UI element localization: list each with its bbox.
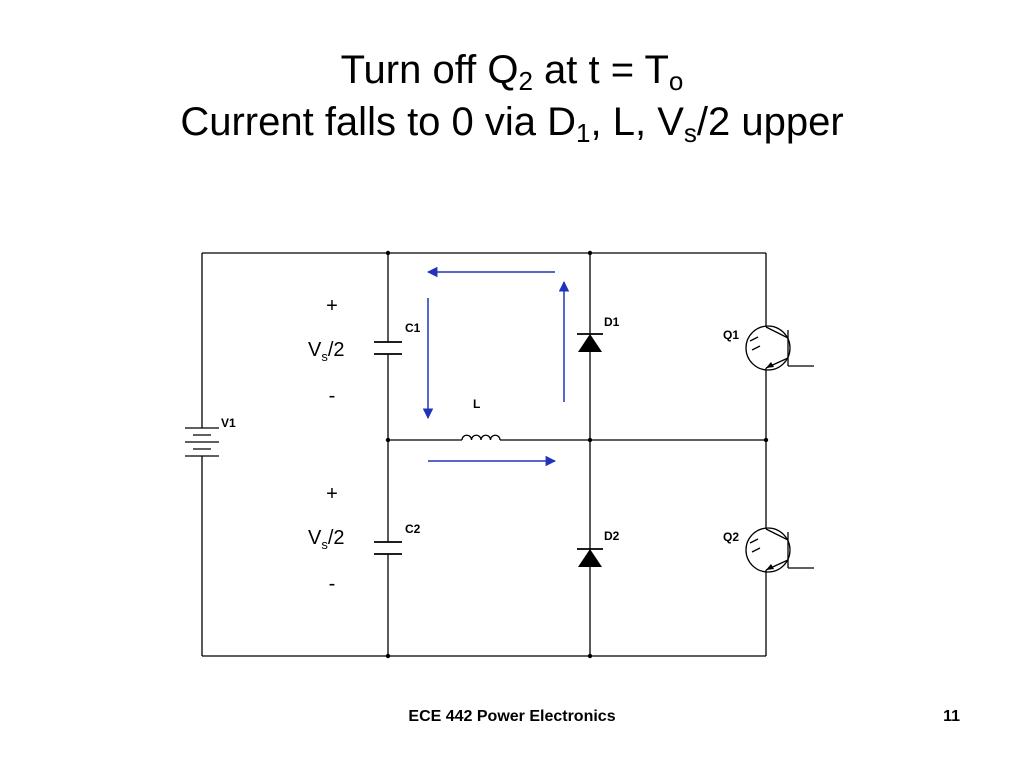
title-line-2-subscript-a: 1 [576,118,591,148]
transistor-q1-symbol [745,310,814,410]
diode-d1-symbol [577,333,603,352]
current-flow-arrows [422,266,570,467]
junction-dots [385,250,769,659]
lower-cap-voltage-label: Vs/2 [308,527,345,552]
upper-cap-plus-sign: + [326,295,338,317]
circuit-wires [201,252,767,657]
capacitor-c2-symbol [374,541,402,555]
capacitor-c1-symbol [374,341,402,355]
lower-cap-voltage-subscript: s [321,537,328,552]
q2-label: Q2 [723,530,739,544]
title-line-2-text-b: , L, V [590,100,684,144]
title-line-1-text-b: at t = T [532,48,669,92]
footer-course-title: ECE 442 Power Electronics [408,708,616,725]
d2-label: D2 [604,529,620,543]
lower-cap-voltage-rest: /2 [328,527,345,549]
lower-cap-plus-sign: + [326,483,338,505]
title-line-1-text-a: Turn off Q [340,48,519,92]
lower-cap-minus-sign: - [329,573,336,595]
title-line-1-subscript-a: 2 [518,66,533,96]
c2-label: C2 [405,522,421,536]
q1-label: Q1 [723,328,739,342]
title-line-1: Turn off Q2 at t = To [0,44,1024,96]
diode-d2-symbol [577,548,603,567]
upper-cap-voltage-v: V [308,339,322,361]
title-line-2: Current falls to 0 via D1, L, Vs/2 upper [0,96,1024,148]
footer-page-number: 11 [943,708,960,725]
title-line-2-text-c: /2 upper [696,100,844,144]
v1-label: V1 [221,416,236,430]
title-line-1-subscript-b: o [668,66,684,96]
title-line-2-text-a: Current falls to 0 via D [180,100,577,144]
upper-cap-minus-sign: - [329,385,336,407]
upper-cap-voltage-rest: /2 [328,339,345,361]
d1-label: D1 [604,315,620,329]
c1-label: C1 [405,321,421,335]
title-line-2-subscript-b: s [683,118,697,148]
upper-cap-voltage-subscript: s [321,349,328,364]
slide-title: Turn off Q2 at t = To Current falls to 0… [0,44,1024,148]
lower-cap-voltage-v: V [308,527,322,549]
l-label: L [473,397,480,411]
upper-cap-voltage-label: Vs/2 [308,339,345,364]
inductor-l-symbol [461,434,501,441]
transistor-q2-symbol [745,505,814,605]
battery-v1-symbol [185,427,219,457]
